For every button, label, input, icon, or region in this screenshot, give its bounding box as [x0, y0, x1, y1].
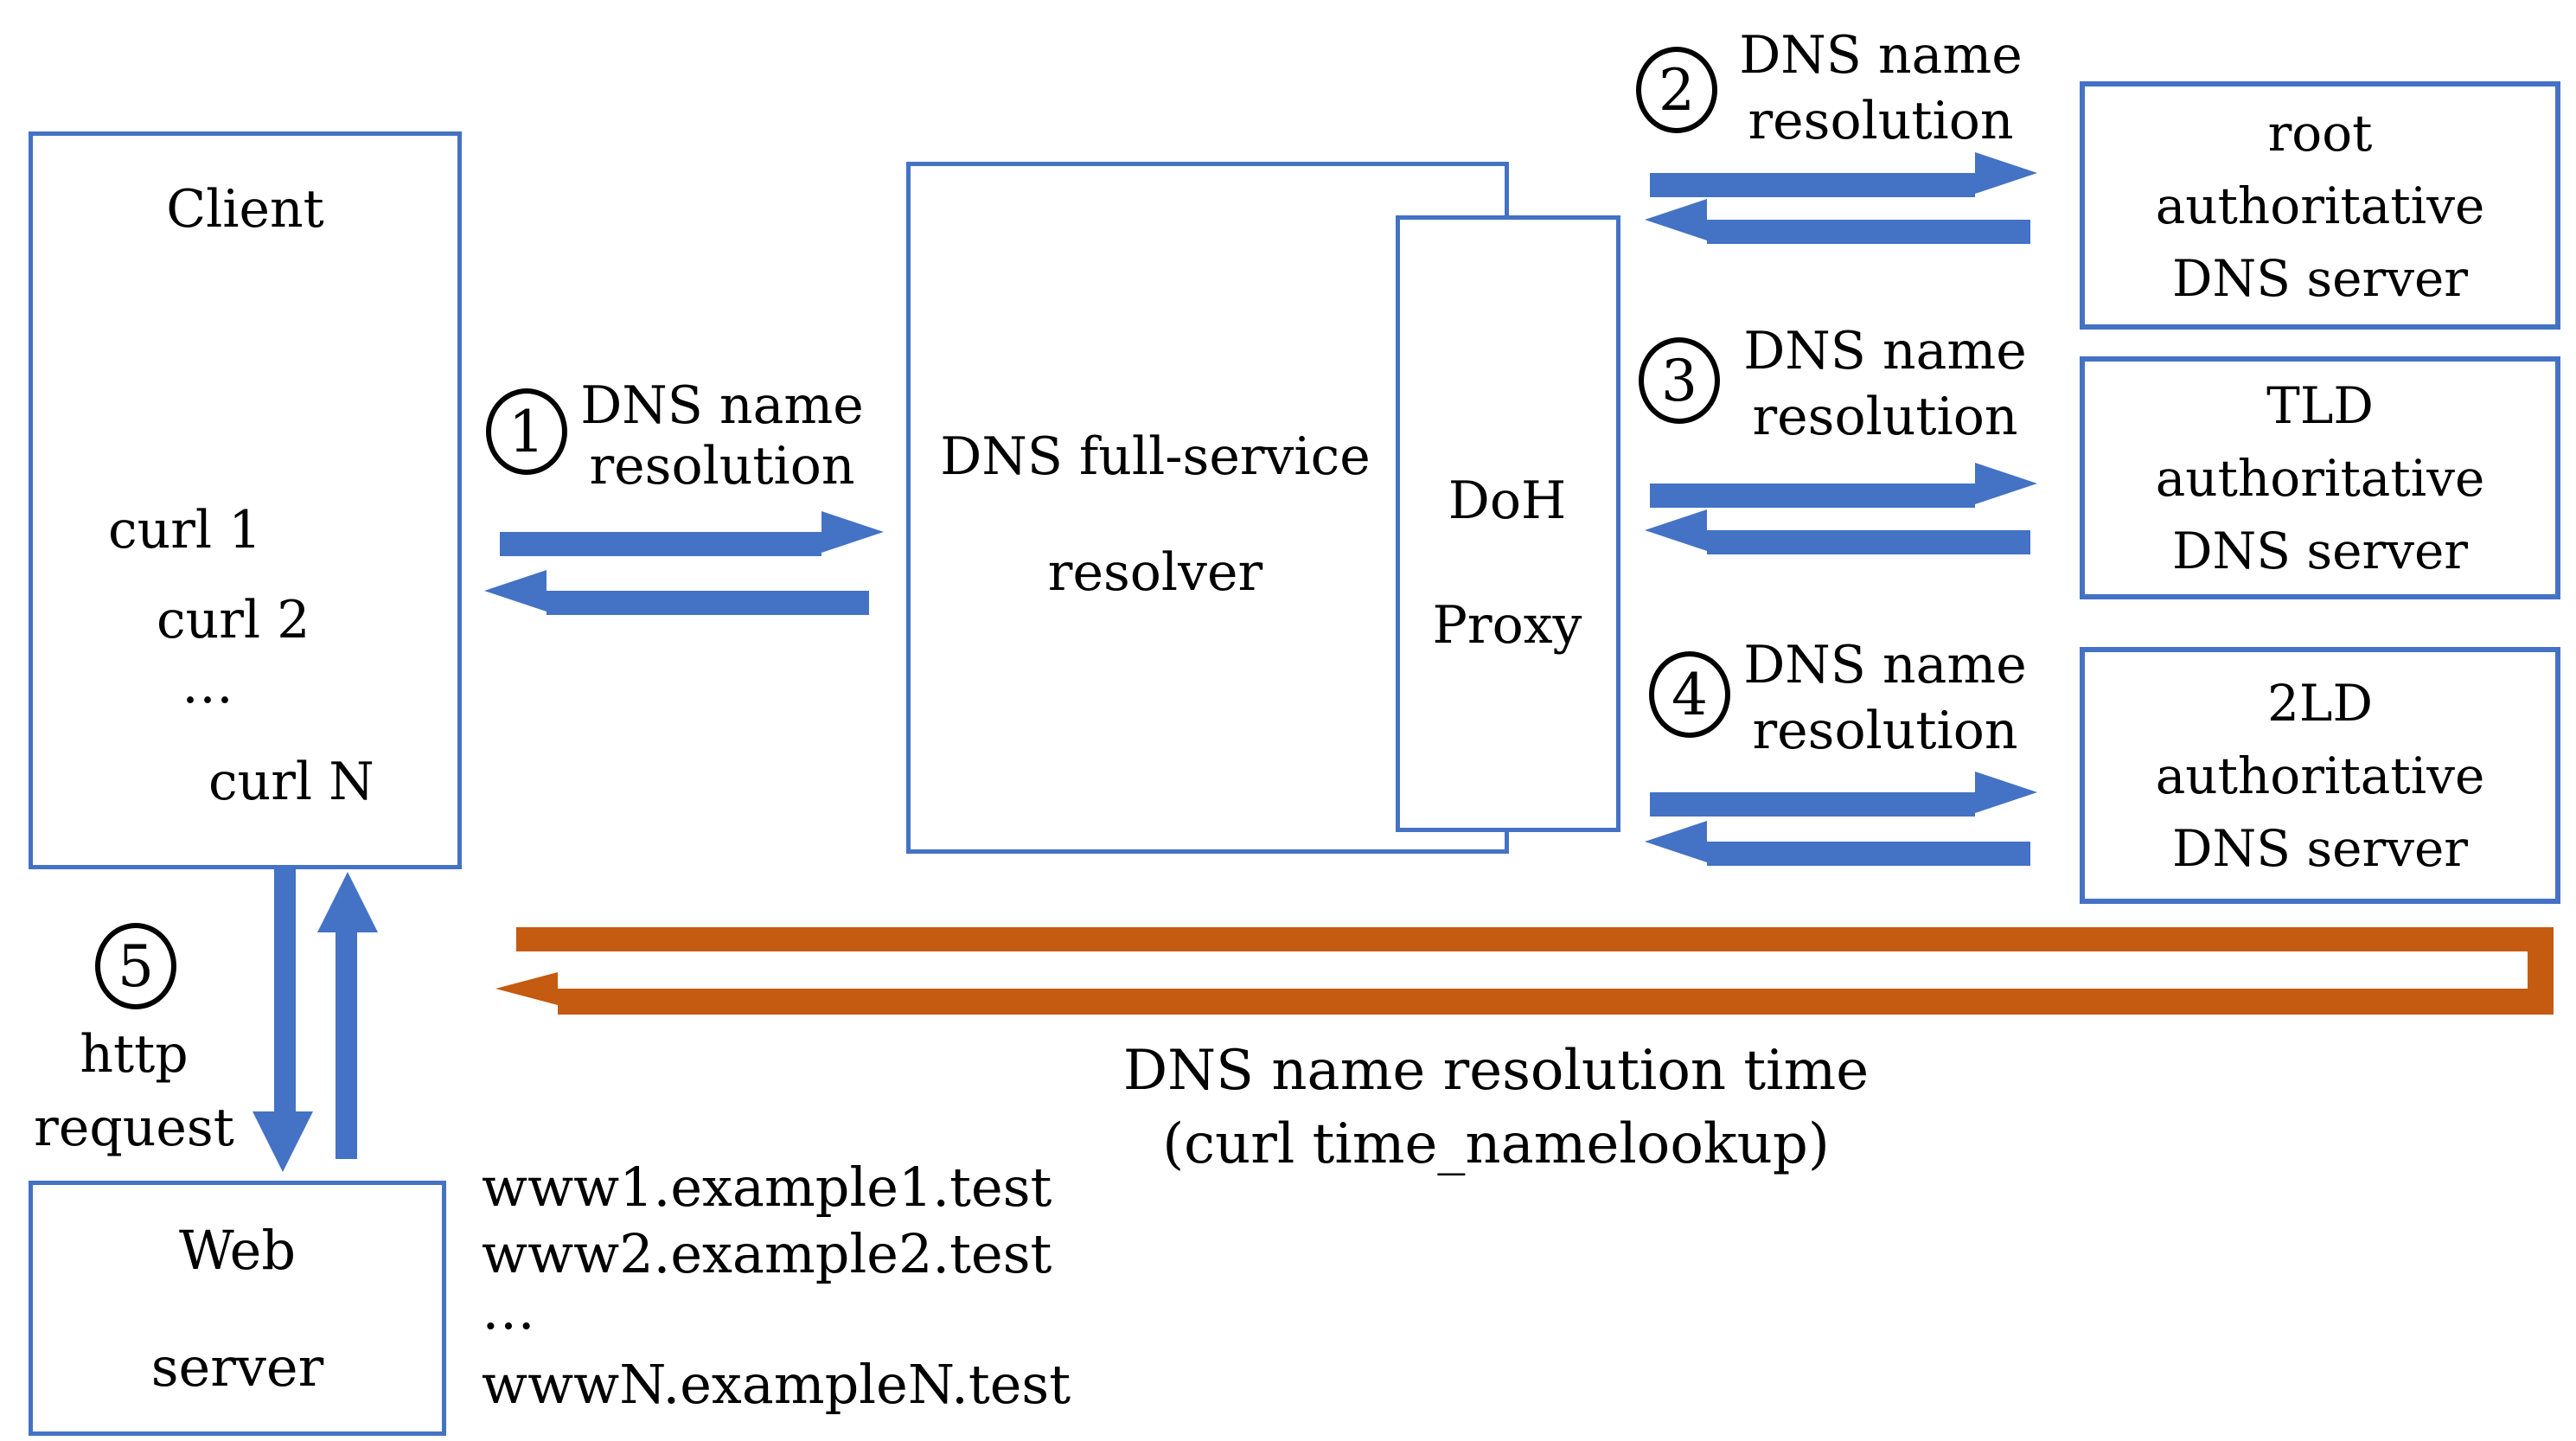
dns-timing-label-line: (curl time_namelookup) — [1162, 1112, 1830, 1176]
step-1-query-arrow-icon — [500, 511, 884, 577]
arrow-head — [1645, 509, 1707, 551]
step-5-request-arrow-icon — [252, 869, 313, 1172]
arrow-segment-bottom — [558, 989, 2554, 1015]
arrow-head — [1975, 152, 2037, 194]
root-dns-label-line: authoritative — [2155, 176, 2485, 235]
root-dns-label-line: DNS server — [2171, 248, 2469, 308]
arrow-head — [317, 872, 378, 932]
step-1-label-line: DNS name — [580, 375, 864, 436]
2ld-dns-label-line: authoritative — [2155, 746, 2485, 805]
step-4-badge-icon: 4 — [1649, 651, 1730, 738]
step-4-label-line: resolution — [1752, 701, 2018, 761]
arrow-head — [252, 1111, 313, 1172]
hostname-item: www2.example2.test — [482, 1222, 1052, 1285]
step-4-number: 4 — [1672, 661, 1708, 728]
step-2-label-line: resolution — [1748, 91, 2014, 151]
step-1-badge-icon: 1 — [486, 388, 567, 475]
root-authoritative-dns-box: root authoritative DNS server — [2080, 81, 2560, 330]
step-5-label-line: http — [80, 1024, 189, 1085]
step-1-number: 1 — [508, 398, 545, 465]
step-3-label-line: resolution — [1752, 387, 2018, 447]
web-server-label-line: server — [150, 1335, 324, 1399]
step-3-query-arrow-icon — [1650, 463, 2037, 528]
step-2-response-arrow-icon — [1645, 199, 2030, 265]
2ld-dns-label-line: 2LD — [2267, 673, 2373, 733]
tld-dns-label-line: DNS server — [2171, 521, 2469, 580]
step-3-badge-icon: 3 — [1639, 337, 1720, 424]
arrow-head — [1645, 199, 1707, 240]
step-3-number: 3 — [1661, 347, 1697, 414]
tld-authoritative-dns-box: TLD authoritative DNS server — [2080, 356, 2560, 599]
doh-proxy-label-line: DoH — [1448, 471, 1567, 531]
dns-timing-label-line: DNS name resolution time — [1122, 1039, 1870, 1103]
tld-dns-label-line: TLD — [2266, 375, 2374, 435]
client-curl-item: curl 2 — [157, 590, 310, 650]
arrow-head — [1975, 772, 2037, 813]
doh-proxy-label-line: Proxy — [1432, 595, 1582, 656]
arrow-shaft — [274, 869, 296, 1111]
hostname-item: www1.example1.test — [482, 1156, 1052, 1219]
step-3-response-arrow-icon — [1645, 509, 2030, 575]
step-4-label-line: DNS name — [1743, 635, 2027, 695]
dns-resolver-label-line: resolver — [1047, 542, 1263, 603]
step-1-label-line: resolution — [589, 436, 855, 496]
arrow-head — [495, 972, 558, 1005]
client-box: Client curl 1 curl 2 … curl N — [29, 131, 462, 869]
hostname-item: wwwN.exampleN.test — [482, 1353, 1071, 1416]
step-5-label: http request — [0, 1018, 268, 1165]
client-box-title: Client — [166, 179, 324, 240]
arrow-head — [1645, 821, 1707, 862]
arrow-head — [484, 570, 547, 612]
client-curl-item: curl N — [208, 752, 374, 812]
step-5-number: 5 — [118, 932, 154, 1000]
step-1-label: DNS name resolution — [566, 375, 878, 496]
dns-timing-label: DNS name resolution time (curl time_name… — [1064, 1034, 1928, 1182]
arrow-head — [1975, 463, 2037, 504]
step-4-response-arrow-icon — [1645, 821, 2030, 887]
arrow-shaft — [336, 932, 357, 1159]
step-3-label: DNS name resolution — [1716, 318, 2054, 450]
step-2-label: DNS name resolution — [1716, 22, 2045, 154]
step-2-label-line: DNS name — [1739, 25, 2023, 86]
arrow-shaft — [1650, 484, 1975, 508]
step-5-label-line: request — [34, 1098, 234, 1158]
step-5-response-arrow-icon — [317, 872, 378, 1159]
root-dns-label-line: root — [2267, 103, 2373, 163]
arrow-shaft — [1650, 792, 1975, 817]
arrow-segment-top — [516, 927, 2554, 951]
arrow-shaft — [500, 532, 821, 556]
arrow-shaft — [1707, 842, 2030, 866]
2ld-dns-label-line: DNS server — [2171, 818, 2469, 878]
step-3-label-line: DNS name — [1743, 321, 2027, 381]
dns-timing-loop-arrow-icon — [495, 927, 2554, 1031]
step-2-query-arrow-icon — [1650, 152, 2037, 218]
client-curl-ellipsis: … — [182, 655, 233, 715]
dns-resolver-label-line: DNS full-service — [940, 426, 1371, 487]
client-curl-item: curl 1 — [108, 500, 262, 560]
step-5-badge-icon: 5 — [95, 923, 176, 1009]
hostname-ellipsis: … — [482, 1278, 535, 1342]
arrow-shaft — [1707, 220, 2030, 244]
step-2-number: 2 — [1659, 56, 1695, 124]
web-server-box: Web server — [29, 1181, 446, 1436]
arrow-head — [821, 511, 884, 553]
doh-proxy-box: DoH Proxy — [1396, 215, 1620, 832]
web-server-label-line: Web — [178, 1218, 297, 1282]
step-1-response-arrow-icon — [484, 570, 869, 636]
arrow-shaft — [1707, 530, 2030, 554]
arrow-shaft — [1650, 173, 1975, 197]
tld-dns-label-line: authoritative — [2155, 448, 2485, 508]
arrow-shaft — [547, 591, 869, 615]
step-4-label: DNS name resolution — [1716, 632, 2054, 764]
step-4-query-arrow-icon — [1650, 772, 2037, 837]
2ld-authoritative-dns-box: 2LD authoritative DNS server — [2080, 647, 2560, 904]
step-2-badge-icon: 2 — [1636, 47, 1717, 133]
